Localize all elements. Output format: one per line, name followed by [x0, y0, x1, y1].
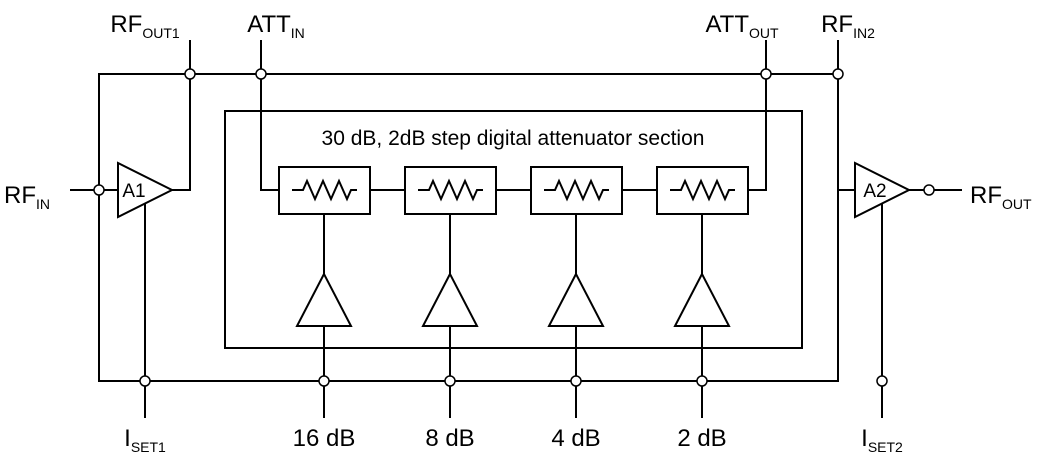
pin-label-att-out: ATTOUT: [705, 11, 779, 41]
control-label-16db: 16 dB: [293, 425, 356, 452]
control-label-8db: 8 dB: [425, 425, 474, 452]
resistor-symbol: [544, 178, 609, 202]
pin-label-i-set2: ISET2: [861, 425, 903, 455]
amplifier-a2-label: A2: [863, 181, 886, 202]
junction-dot: [832, 68, 844, 80]
pin-label-att-in: ATTIN: [247, 11, 305, 41]
junction-dot: [444, 375, 456, 387]
junction-dot: [876, 375, 888, 387]
junction-dot: [760, 68, 772, 80]
resistor-symbol: [418, 178, 483, 202]
junction-dot: [318, 375, 330, 387]
pin-label-rf-in2: RFIN2: [821, 11, 875, 41]
attenuator-stage-8db: [404, 166, 497, 418]
pin-label-rf-out: RFOUT: [970, 182, 1032, 212]
amplifier-a1: [117, 161, 175, 219]
junction-dot: [184, 68, 196, 80]
control-buffer: [547, 271, 605, 327]
attenuator-stage-4db: [530, 166, 623, 418]
attenuator-stage-16db: [278, 166, 371, 418]
att-out-wire: [748, 74, 767, 191]
junction-dot: [93, 184, 105, 196]
pin-label-rf-out1: RFOUT1: [110, 11, 180, 41]
resistor-symbol: [292, 178, 357, 202]
pin-label-rf-in: RFIN: [4, 182, 50, 212]
resistor-symbol: [670, 178, 735, 202]
junction-dot: [923, 184, 935, 196]
attenuator-section-box: [224, 110, 803, 349]
junction-dot: [139, 375, 151, 387]
pin-label-i-set1: ISET1: [124, 425, 166, 455]
a1-output-wire: [172, 74, 191, 191]
attenuator-stage-2db: [656, 166, 749, 418]
control-buffer: [673, 271, 731, 327]
junction-dot: [255, 68, 267, 80]
control-buffer: [295, 271, 353, 327]
control-buffer: [421, 271, 479, 327]
att-in-wire: [260, 74, 279, 191]
chip-outline: [98, 73, 839, 382]
junction-dot: [696, 375, 708, 387]
attenuator-section-title: 30 dB, 2dB step digital attenuator secti…: [322, 127, 705, 150]
amplifier-a2: [854, 161, 912, 219]
a2-input-wire: [837, 74, 855, 191]
control-label-4db: 4 dB: [551, 425, 600, 452]
amplifier-a1-label: A1: [122, 181, 145, 202]
junction-dot: [570, 375, 582, 387]
control-label-2db: 2 dB: [677, 425, 726, 452]
